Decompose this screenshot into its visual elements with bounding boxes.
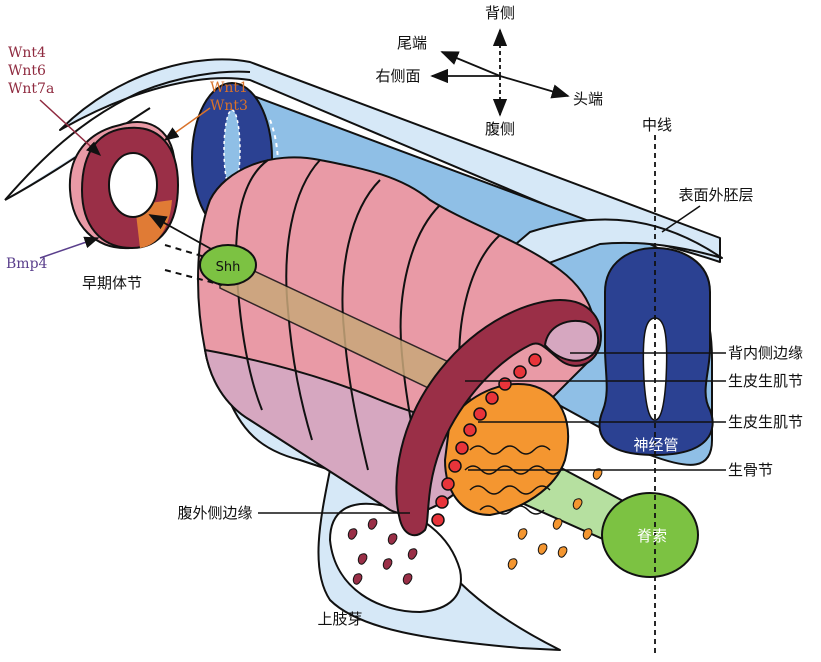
migrating-sclerotome-cells: [507, 468, 603, 570]
label-ventrolateral-lip: 腹外侧边缘: [177, 504, 252, 522]
wnt-dorsal-pointer: [163, 107, 211, 141]
label-ventral: 腹侧: [485, 120, 515, 138]
label-dermomyotome-1: 生皮生肌节: [728, 372, 803, 390]
surface-ectoderm-front: [449, 218, 723, 301]
early-somite-hole: [108, 152, 158, 218]
surface-ectoderm-edge: [4, 70, 251, 201]
label-wnt4: Wnt4: [8, 45, 46, 61]
label-dorsomedial-lip: 背内侧边缘: [728, 344, 803, 362]
label-dermomyotome-2: 生皮生肌节: [728, 413, 803, 431]
label-wnt1: Wnt1: [210, 80, 248, 96]
label-surface-ectoderm: 表面外胚层: [678, 186, 753, 204]
limb-bud: [329, 502, 462, 613]
neural-tube-back-lumen: [223, 109, 241, 191]
myotome-cells: [431, 353, 542, 527]
shh-arrow: [148, 214, 223, 256]
notochord-front: [601, 492, 699, 578]
dorsomedial-lip-shape: [544, 320, 600, 362]
label-sclerotome: 生骨节: [728, 461, 773, 479]
label-wnt7a: Wnt7a: [8, 81, 54, 97]
compass-caudal-arrow: [440, 51, 501, 77]
shh-label: Shh: [216, 260, 241, 275]
shh-oval: [199, 244, 257, 286]
compass-rostral-arrow: [499, 75, 570, 99]
label-neural-tube: 神经管: [633, 436, 678, 454]
surface-ectoderm-leader: [661, 205, 701, 233]
label-right-side: 右侧面: [375, 67, 420, 85]
label-caudal: 尾端: [397, 34, 427, 52]
label-wnt3: Wnt3: [210, 98, 248, 114]
label-wnt6: Wnt6: [8, 63, 46, 79]
label-midline: 中线: [642, 116, 672, 134]
orientation-compass: [430, 28, 570, 117]
label-notochord: 脊索: [637, 527, 667, 545]
wnt-group-pointer: [39, 99, 102, 157]
label-bmp4: Bmp4: [6, 256, 48, 272]
label-early-somite: 早期体节: [82, 274, 142, 292]
limb-bud-cells: [347, 518, 418, 585]
label-dorsal: 背侧: [485, 4, 515, 22]
label-limb-bud: 上肢芽: [317, 610, 362, 628]
bmp-pointer: [39, 236, 100, 259]
label-rostral: 头端: [573, 90, 603, 108]
